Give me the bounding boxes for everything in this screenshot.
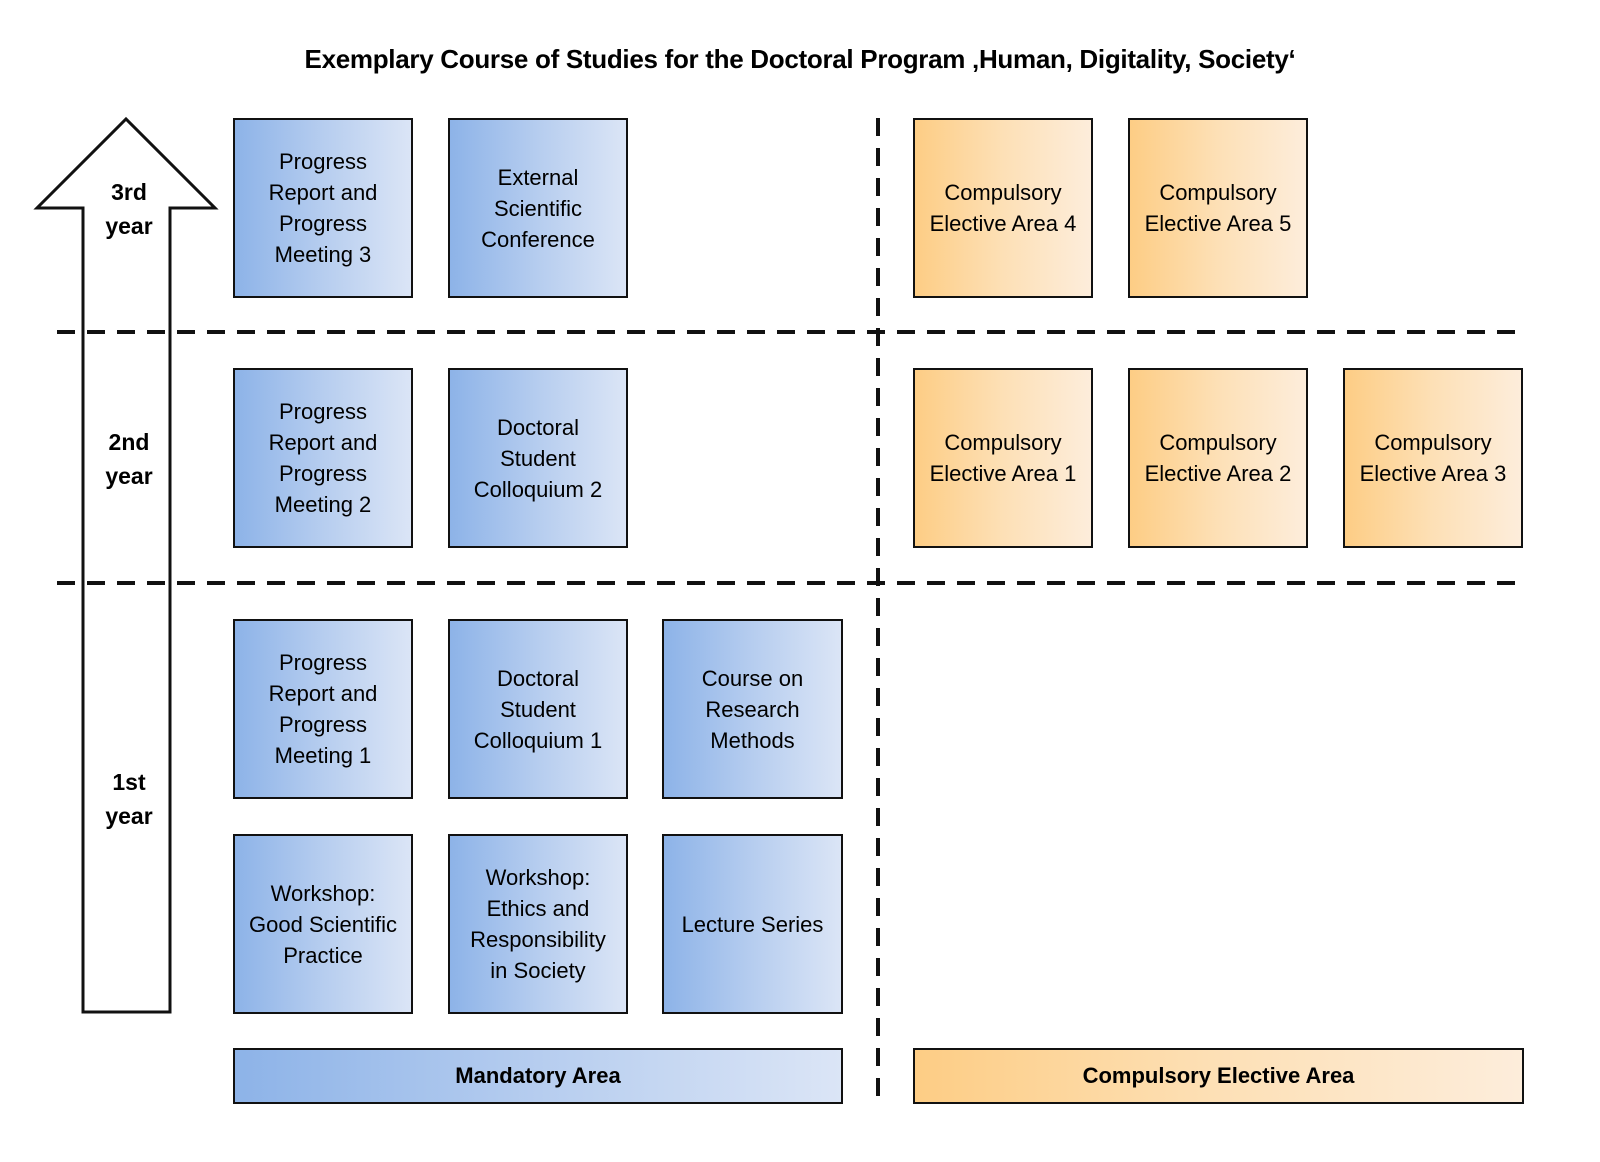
area-divider xyxy=(876,118,880,1103)
year-divider-3-2 xyxy=(57,330,1527,334)
module-progress-report-3: Progress Report and Progress Meeting 3 xyxy=(233,118,413,298)
module-elective-area-4: Compulsory Elective Area 4 xyxy=(913,118,1093,298)
module-elective-area-3: Compulsory Elective Area 3 xyxy=(1343,368,1523,548)
module-progress-report-2: Progress Report and Progress Meeting 2 xyxy=(233,368,413,548)
module-research-methods: Course on Research Methods xyxy=(662,619,843,799)
module-elective-area-2: Compulsory Elective Area 2 xyxy=(1128,368,1308,548)
module-workshop-ethics: Workshop: Ethics and Responsibility in S… xyxy=(448,834,628,1014)
module-colloquium-1: Doctoral Student Colloquium 1 xyxy=(448,619,628,799)
module-lecture-series: Lecture Series xyxy=(662,834,843,1014)
up-arrow-icon xyxy=(33,116,219,1014)
module-workshop-good-practice: Workshop: Good Scientific Practice xyxy=(233,834,413,1014)
timeline-arrow xyxy=(33,116,219,1014)
module-external-conference: External Scientific Conference xyxy=(448,118,628,298)
legend-compulsory-elective-area: Compulsory Elective Area xyxy=(913,1048,1524,1104)
year-label-1: 1st year xyxy=(105,769,153,829)
year-label-2: 2nd year xyxy=(105,429,153,489)
module-progress-report-1: Progress Report and Progress Meeting 1 xyxy=(233,619,413,799)
legend-mandatory-area: Mandatory Area xyxy=(233,1048,843,1104)
module-elective-area-5: Compulsory Elective Area 5 xyxy=(1128,118,1308,298)
module-elective-area-1: Compulsory Elective Area 1 xyxy=(913,368,1093,548)
module-colloquium-2: Doctoral Student Colloquium 2 xyxy=(448,368,628,548)
year-divider-2-1 xyxy=(57,581,1527,585)
diagram-title: Exemplary Course of Studies for the Doct… xyxy=(304,44,1296,74)
year-label-3: 3rd year xyxy=(105,179,153,239)
